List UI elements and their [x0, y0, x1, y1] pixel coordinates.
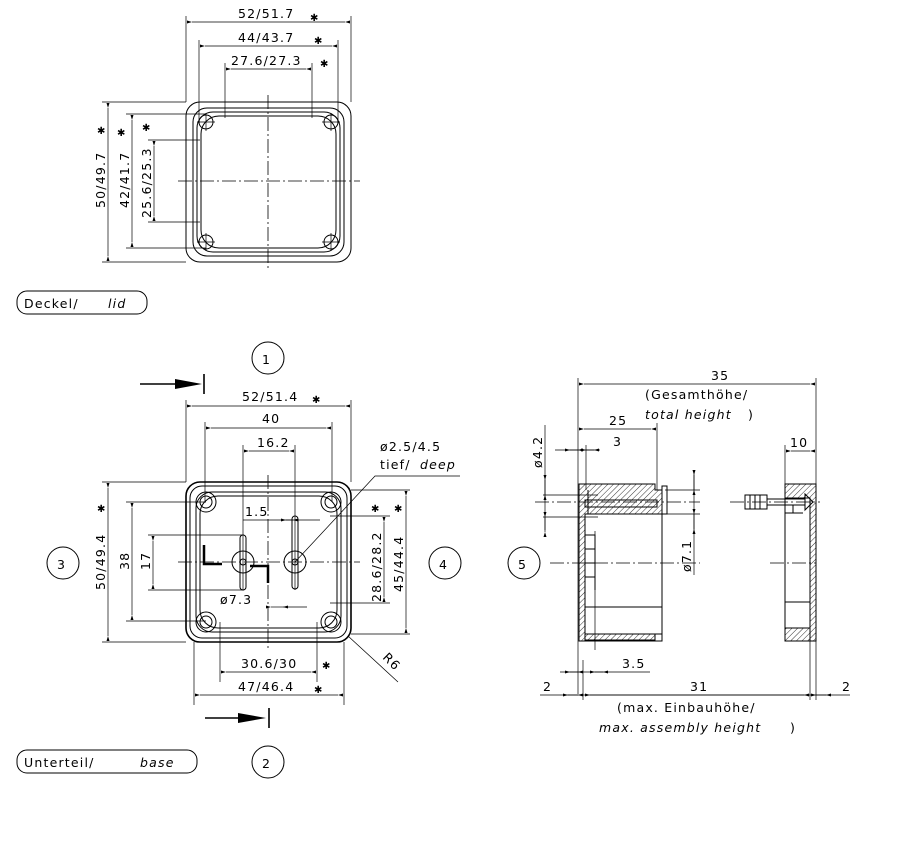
tolerance-star-icon: ✱ [371, 504, 379, 515]
base-view: 1 [16, 341, 462, 779]
base-dim-height-outer: 50/49.4 [93, 534, 108, 590]
base-dim-radius: R6 [380, 650, 404, 674]
base-label: Unterteil/ base [16, 749, 198, 774]
section-arrow-icon [140, 374, 205, 394]
base-label-en: base [140, 755, 175, 770]
lid-label-en: lid [108, 296, 126, 311]
side-dim-hole-dia: ø4.2 [530, 436, 545, 468]
side-dim-gap-left: 2 [543, 679, 552, 694]
section-arrow-icon [205, 708, 270, 728]
tolerance-star-icon: ✱ [314, 685, 322, 696]
lid-dim-height-holes: 42/41.7 [117, 152, 132, 208]
side-assembly-label-en: max. assembly height [599, 720, 761, 735]
base-dim-inner-width: 30.6/30 [241, 656, 297, 671]
side-dim-assembly: 31 [690, 679, 708, 694]
hole-note-depth-en: deep [420, 457, 456, 472]
base-dim-inner-height: 28.6/28.2 [369, 531, 384, 602]
lid-dim-width-outer: 52/51.7 [238, 6, 294, 21]
view-marker-2: 2 [262, 756, 271, 771]
lid-screw-holes [197, 113, 340, 251]
side-dim-step: 3.5 [622, 656, 645, 671]
side-dim-wall: 3 [613, 434, 622, 449]
base-dim-offset: 1.5 [245, 504, 268, 519]
base-dim-boss-dia: ø7.3 [220, 592, 252, 607]
tolerance-star-icon: ✱ [97, 126, 105, 137]
side-total-label-close: ) [748, 407, 754, 422]
side-dim-lid-depth: 10 [790, 435, 808, 450]
side-dim-boss-dia: ø7.1 [679, 540, 694, 572]
side-dim-gap-right: 2 [842, 679, 851, 694]
base-dim-width-bottom: 47/46.4 [238, 679, 294, 694]
view-marker-3: 3 [57, 557, 66, 572]
tolerance-star-icon: ✱ [117, 128, 125, 139]
lid-view: 52/51.7 ✱ 44/43.7 ✱ 27.6/27.3 ✱ 50/49.7 … [16, 6, 360, 315]
lid-dim-height-outer: 50/49.7 [93, 152, 108, 208]
lid-dim-width-holes: 44/43.7 [238, 30, 294, 45]
lid-dim-width-inner: 27.6/27.3 [231, 53, 302, 68]
side-total-label-en: total height [645, 407, 732, 422]
base-dim-width-outer: 52/51.4 [242, 389, 298, 404]
side-assembly-label-de: (max. Einbauhöhe/ [617, 700, 756, 715]
hole-note-dia: ø2.5/4.5 [380, 439, 441, 454]
side-total-label-de: (Gesamthöhe/ [645, 387, 748, 402]
base-label-de: Unterteil/ [24, 755, 95, 770]
view-marker-5: 5 [518, 557, 527, 572]
view-marker-1: 1 [262, 352, 271, 367]
side-view: 5 35 (Gesamthöhe/ total height ) 25 3 [507, 368, 851, 735]
base-dim-slot-spacing: 16.2 [257, 435, 290, 450]
side-dim-base-depth: 25 [609, 413, 627, 428]
tolerance-star-icon: ✱ [320, 59, 328, 70]
base-dim-height-holes: 38 [117, 552, 132, 570]
tolerance-star-icon: ✱ [322, 661, 330, 672]
base-dim-inner-height2: 45/44.4 [391, 536, 406, 592]
side-assembly-label-close: ) [790, 720, 796, 735]
tolerance-star-icon: ✱ [312, 395, 320, 406]
lid-dim-height-inner: 25.6/25.3 [139, 147, 154, 218]
hole-note-depth-de: tief/ [380, 457, 411, 472]
side-dim-total: 35 [711, 368, 729, 383]
base-dim-slot-length: 17 [138, 552, 153, 570]
lid-label-de: Deckel/ [24, 296, 79, 311]
tolerance-star-icon: ✱ [142, 123, 150, 134]
view-marker-4: 4 [439, 557, 448, 572]
tolerance-star-icon: ✱ [310, 13, 318, 24]
base-dim-width-holes: 40 [262, 411, 280, 426]
lid-label: Deckel/ lid [16, 290, 148, 315]
tolerance-star-icon: ✱ [314, 36, 322, 47]
tolerance-star-icon: ✱ [97, 504, 105, 515]
tolerance-star-icon: ✱ [394, 504, 402, 515]
